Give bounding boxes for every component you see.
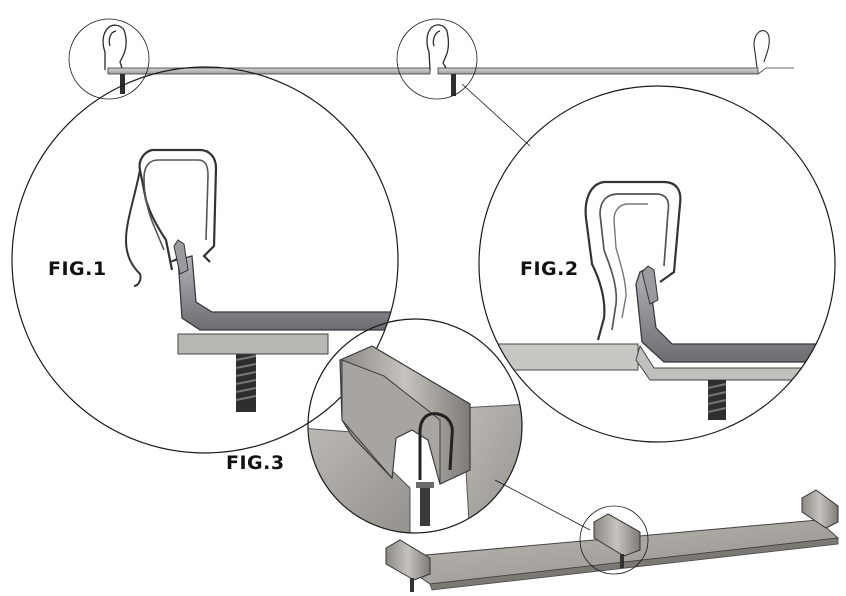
overview-clip-3 xyxy=(753,30,770,69)
fig2-label: FIG.2 xyxy=(520,258,579,280)
fig2-screw-thread xyxy=(707,383,727,413)
detail-circle-fig3 xyxy=(307,318,523,534)
iso-rib-right xyxy=(801,489,839,529)
overview-clip-2 xyxy=(426,24,450,71)
detail-marker-circle-2 xyxy=(396,18,478,100)
overview-strip xyxy=(102,24,794,96)
fig2-right-panel xyxy=(635,344,835,381)
fig1-clip-tab xyxy=(173,239,189,275)
detail-marker-circle-3 xyxy=(579,505,649,575)
overview-panel-right xyxy=(437,67,759,75)
overview-panel-end xyxy=(757,67,794,75)
iso-screw-middle xyxy=(620,554,624,568)
overview-clip-1 xyxy=(102,24,127,70)
detail-marker-circle-1 xyxy=(68,18,150,100)
fig3-label: FIG.3 xyxy=(226,452,285,474)
fig1-clip-tail xyxy=(124,169,142,287)
fig1-screw-thread xyxy=(235,355,257,401)
isometric-assembly xyxy=(385,489,840,592)
fig1-clip-outer xyxy=(138,148,218,271)
iso-screw-left xyxy=(410,578,414,592)
fig3-screw-head xyxy=(416,482,434,488)
iso-rib-middle xyxy=(593,513,641,557)
leader-line-fig2 xyxy=(461,83,531,147)
fig3-clip-loop xyxy=(418,412,454,480)
iso-sheet-edge xyxy=(429,537,839,591)
fig1-label: FIG.1 xyxy=(48,258,107,280)
fig2-clip-outer xyxy=(584,180,682,341)
fig3-detail xyxy=(308,345,522,533)
fig2-clip-inner-2 xyxy=(613,203,648,319)
overview-panel-left xyxy=(107,67,431,75)
overview-screw-1 xyxy=(120,74,125,94)
iso-rib-left xyxy=(385,539,431,581)
detail-circle-fig2 xyxy=(478,85,836,443)
fig2-clip-tab xyxy=(641,265,659,305)
fig2-left-panel xyxy=(479,343,639,371)
overview-screw-2 xyxy=(451,74,456,96)
fig2-clip-inner xyxy=(599,193,670,331)
leader-line-fig3 xyxy=(494,479,591,531)
fig3-screw xyxy=(420,486,430,526)
detail-circle-fig1 xyxy=(11,66,399,454)
fig1-bracket xyxy=(169,255,398,331)
fig1-base-block xyxy=(177,333,329,355)
fig1-clip-inner xyxy=(143,159,209,251)
